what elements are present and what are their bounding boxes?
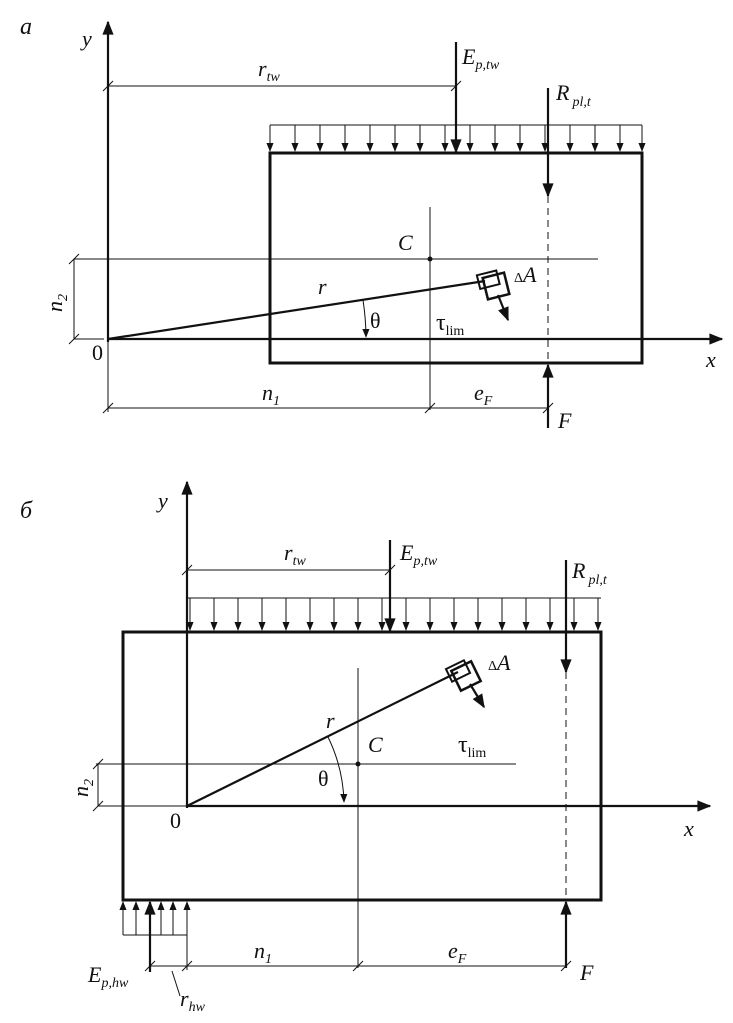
diagram-a: а y x 0 — [20, 14, 724, 433]
centroid-label-b: C — [368, 732, 383, 757]
foundation-outline-b — [121, 630, 603, 902]
theta-label-a: θ — [370, 308, 381, 333]
panel-label-a: а — [20, 14, 32, 40]
r-tw-label-b: rtw — [284, 540, 306, 569]
radius-r-b — [186, 671, 459, 807]
E-p-hw-label-b: Ep,hw — [87, 962, 129, 991]
origin-label-b: 0 — [170, 808, 181, 833]
panel-label-b: б — [20, 498, 33, 524]
dA-label-b: ΔA — [488, 650, 511, 675]
tau-label-a: τlim — [436, 310, 464, 339]
E-p-tw-label-b: Ep,tw — [399, 540, 438, 569]
distributed-load-hw-b — [119, 901, 191, 936]
radius-r-a — [107, 279, 486, 341]
origin-label-a: 0 — [92, 340, 103, 365]
r-tw-label-a: rtw — [258, 56, 280, 85]
radius-label-a: r — [318, 274, 327, 299]
y-axis-label-a: y — [80, 26, 92, 51]
r-hw-label-b: rhw — [180, 986, 206, 1015]
centroid-point-b — [355, 761, 361, 767]
n1-label-b: n1 — [254, 938, 272, 967]
tau-label-b: τlim — [458, 732, 486, 761]
diagram-b: б y x 0 — [20, 480, 712, 1015]
theta-label-b: θ — [318, 766, 329, 791]
n1-label-a: n1 — [262, 380, 280, 409]
F-label-a: F — [557, 408, 572, 433]
n2-label-b: n2 — [68, 779, 97, 797]
tau-arrow-b — [469, 683, 485, 709]
n2-label-a: n2 — [42, 294, 71, 312]
theta-arc-b — [327, 736, 348, 803]
dA-label-a: ΔA — [514, 262, 537, 287]
eF-label-b: eF — [448, 938, 467, 967]
y-axis-label-b: y — [156, 488, 168, 513]
F-label-b: F — [579, 960, 594, 985]
radius-label-b: r — [326, 708, 335, 733]
element-dA-a — [475, 269, 511, 301]
x-axis-label-a: x — [705, 347, 716, 372]
distributed-load-b — [186, 597, 602, 631]
eF-label-a: eF — [474, 380, 493, 409]
E-p-tw-label-a: Ep,tw — [461, 44, 500, 73]
theta-arc-a — [362, 299, 370, 338]
centroid-label-a: C — [398, 230, 413, 255]
centroid-point-a — [427, 256, 433, 262]
x-axis-label-b: x — [683, 816, 694, 841]
tau-arrow-a — [496, 294, 510, 322]
